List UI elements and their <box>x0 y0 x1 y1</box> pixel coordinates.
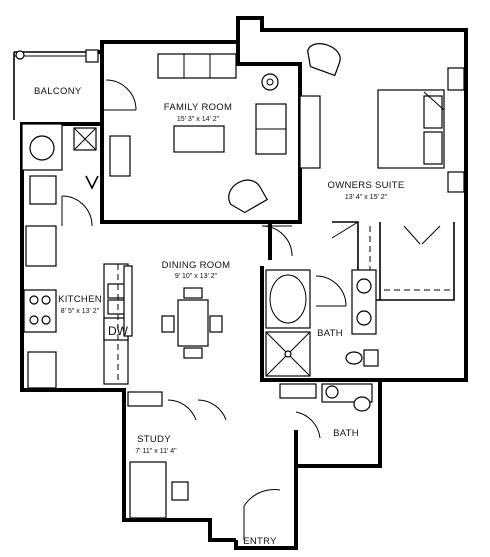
entry-door <box>243 489 281 540</box>
family-room-dimensions: 15' 3" x 14' 2" <box>177 116 220 123</box>
windows <box>21 29 467 215</box>
closets <box>331 221 455 301</box>
room-labels: BALCONY FAMILY ROOM 15' 3" x 14' 2" OWNE… <box>34 86 404 547</box>
dining-room-dimensions: 9' 10" x 13' 2" <box>175 273 218 280</box>
kitchen-dimensions: 8' 5" x 13' 2" <box>61 308 100 315</box>
owners-bath-label: BATH <box>317 328 343 339</box>
kitchen-label: KITCHEN <box>58 294 102 305</box>
owners-suite-label: OWNERS SUITE <box>328 180 405 191</box>
study-label: STUDY <box>137 434 171 445</box>
balcony-label: BALCONY <box>34 86 82 97</box>
family-room-label: FAMILY ROOM <box>164 102 232 113</box>
dining-room-label: DINING ROOM <box>162 260 231 271</box>
owners-suite-dimensions: 13' 4" x 15' 2" <box>345 194 388 201</box>
hall-bath-label: BATH <box>333 428 359 439</box>
dining-furniture <box>161 287 223 359</box>
family-room-furniture <box>109 53 287 214</box>
hall-bath-fixtures <box>279 383 373 439</box>
study-furniture <box>127 391 227 519</box>
balcony-area <box>15 49 137 111</box>
owners-suite-furniture <box>261 43 465 257</box>
kitchen-fixtures <box>21 123 133 389</box>
study-dimensions: 7' 11" x 11' 4" <box>135 448 177 455</box>
entry-label: ENTRY <box>243 536 277 547</box>
owners-bath-fixtures <box>265 269 379 377</box>
dishwasher-label: DW <box>108 324 129 338</box>
